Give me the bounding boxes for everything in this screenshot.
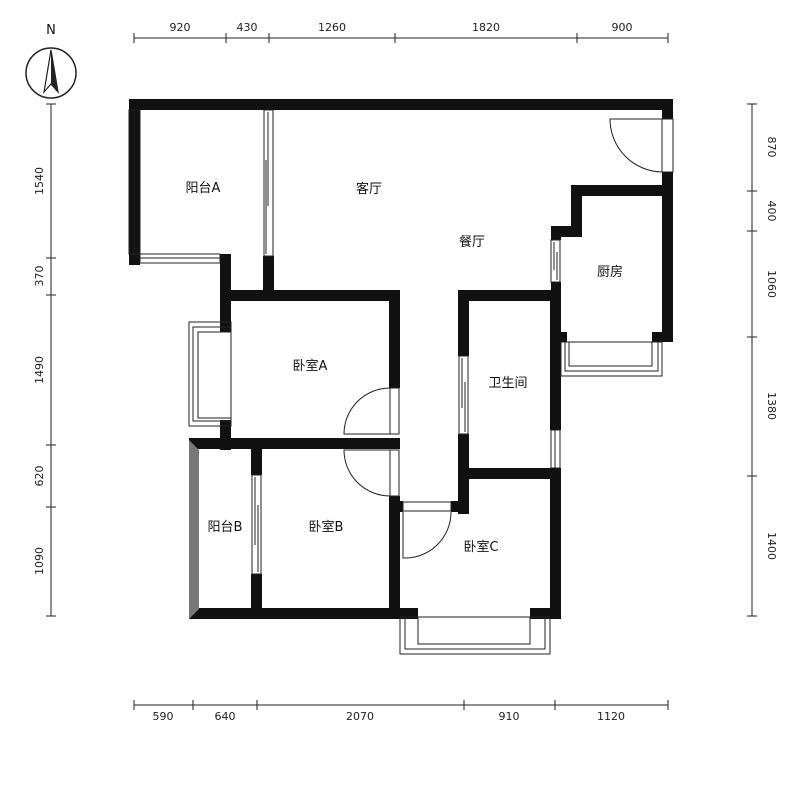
bay-window-bedroom-a-inner <box>197 331 232 419</box>
dimension-left <box>46 103 56 617</box>
wall-bedroom-c-top-right <box>451 501 469 512</box>
windows <box>128 109 674 655</box>
dim-top-2: 430 <box>237 21 258 34</box>
bedroom-c-door-swing <box>402 511 452 559</box>
north-arrow-fill <box>51 50 58 92</box>
bedroom-a-door-swing <box>343 387 391 435</box>
wall-balcony-a-divider-bottom <box>263 256 274 300</box>
sliding-door-balcony-a <box>263 109 274 257</box>
dim-right-3: 1060 <box>765 270 778 298</box>
room-label-bedroom-b: 卧室B <box>309 519 344 535</box>
wall-bedroom-a-left-bottom <box>220 420 231 450</box>
wall-bedroom-c-bottom-left <box>389 608 418 619</box>
bay-window-kitchen-inner <box>568 341 653 367</box>
dimension-right <box>747 103 757 617</box>
wall-bathroom-top <box>458 290 561 301</box>
dim-left-4: 620 <box>33 466 46 487</box>
bedroom-b-door-leaf <box>389 449 400 497</box>
dim-left-2: 370 <box>33 266 46 287</box>
wall-bedroom-a-bottom <box>189 438 400 449</box>
room-label-balcony-a: 阳台A <box>186 181 221 196</box>
sliding-door-bathroom <box>458 355 469 435</box>
bedroom-b-door-swing <box>343 449 391 497</box>
dim-right-2: 400 <box>765 201 778 222</box>
wall-bedroom-b-left-top <box>251 449 262 475</box>
wall-balcony-a-base <box>129 254 140 265</box>
dim-right-5: 1400 <box>765 532 778 560</box>
wall-bedroom-c-right <box>550 468 561 619</box>
bedroom-c-door-leaf <box>402 501 452 512</box>
wall-bedroom-b-left-bottom <box>251 574 262 619</box>
wall-kitchen-step-low <box>551 226 582 237</box>
wall-top <box>129 99 673 110</box>
dim-right-1: 870 <box>765 137 778 158</box>
wall-bedroom-c-bottom-right <box>530 608 561 619</box>
dimension-top <box>133 33 669 43</box>
dim-top-4: 1820 <box>472 21 500 34</box>
dim-bottom-3: 2070 <box>346 710 374 723</box>
wall-bedroom-b-right-bottom <box>389 496 400 619</box>
room-label-bathroom: 卫生间 <box>488 376 527 391</box>
dim-bottom-1: 590 <box>153 710 174 723</box>
dim-top-3: 1260 <box>318 21 346 34</box>
bay-window-bedroom-a-outer <box>188 321 232 427</box>
bay-window-bedroom-c-inner <box>417 616 531 645</box>
sliding-door-kitchen <box>550 239 561 283</box>
balcony-b-wall <box>189 440 199 619</box>
doors <box>343 118 663 559</box>
dim-top-5: 900 <box>612 21 633 34</box>
wall-bedroom-a-left-top <box>220 290 231 332</box>
walls <box>129 99 673 619</box>
wall-balcony-a-bottom-right <box>220 254 231 298</box>
bay-window-bedroom-a-mid <box>192 326 232 422</box>
dim-left-5: 1090 <box>33 547 46 575</box>
dim-left-3: 1490 <box>33 356 46 384</box>
wall-bathroom-left-top <box>458 290 469 356</box>
room-label-balcony-b: 阳台B <box>208 520 243 535</box>
north-compass: N <box>25 23 77 99</box>
wall-kitchen-bottom-right <box>652 332 673 342</box>
entrance-door-swing <box>609 118 663 173</box>
north-label: N <box>46 23 56 38</box>
bedroom-a-door-leaf <box>389 387 400 435</box>
wall-bedroom-b-bottom <box>189 608 400 619</box>
dim-bottom-4: 910 <box>499 710 520 723</box>
room-label-bedroom-c: 卧室C <box>463 539 498 555</box>
wall-kitchen-left-top <box>551 226 561 240</box>
wall-bathroom-bottom <box>458 468 561 479</box>
room-label-dining-room: 餐厅 <box>459 234 485 250</box>
wall-right-upper <box>662 99 673 119</box>
wall-bathroom-right <box>550 290 561 430</box>
dimension-bottom <box>133 700 669 710</box>
wall-kitchen-step-top <box>571 185 673 196</box>
wall-bedroom-a-top <box>220 290 400 301</box>
room-label-bedroom-a: 卧室A <box>293 358 328 374</box>
bay-window-bedroom-c-outer <box>399 616 551 655</box>
sliding-door-balcony-b <box>251 474 262 575</box>
dim-right-4: 1380 <box>765 392 778 420</box>
room-label-living-room: 客厅 <box>356 181 382 197</box>
wall-bedroom-c-top-left <box>389 501 403 512</box>
wall-right-lower <box>662 172 673 342</box>
dim-bottom-5: 1120 <box>597 710 625 723</box>
dim-bottom-2: 640 <box>215 710 236 723</box>
wall-kitchen-step-vert <box>571 185 582 237</box>
wall-bedroom-a-right-top <box>389 290 400 388</box>
entrance-door-frame <box>661 118 674 173</box>
room-label-kitchen: 厨房 <box>597 264 623 280</box>
bay-window-kitchen-mid <box>564 341 659 372</box>
compass-circle <box>25 47 77 99</box>
dim-top-1: 920 <box>170 21 191 34</box>
dim-left-1: 1540 <box>33 167 46 195</box>
